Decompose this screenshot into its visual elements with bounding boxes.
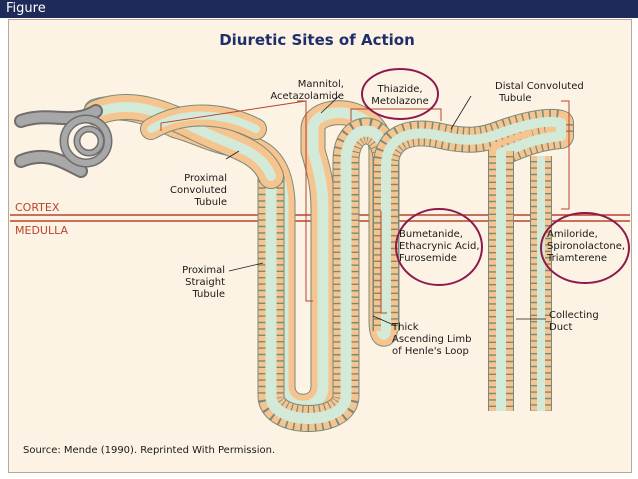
cortex-label: CORTEX bbox=[15, 201, 60, 214]
pct-label-line2: Convoluted bbox=[170, 185, 227, 196]
diagram-panel: Diuretic Sites of Action CORTEX MEDULLA bbox=[8, 19, 632, 473]
leader-lines bbox=[160, 100, 570, 314]
pst-label-line3: Tubule bbox=[191, 289, 225, 300]
thick-ascending-label-line1: Thick bbox=[391, 322, 419, 333]
medulla-label: MEDULLA bbox=[15, 224, 68, 237]
mannitol-label-line1: Mannitol, bbox=[298, 79, 344, 90]
mannitol-label-line2: Acetazolamide bbox=[270, 91, 344, 102]
collecting-duct-label-line1: Collecting bbox=[549, 310, 599, 321]
drug-circles bbox=[361, 68, 630, 286]
thiazide-label-line2: Metolazone bbox=[371, 96, 429, 107]
distal-label-line1: Distal Convoluted bbox=[495, 81, 584, 92]
bumetanide-circle bbox=[395, 208, 483, 286]
diagram-title: Diuretic Sites of Action bbox=[219, 31, 415, 49]
thiazide-label-line1: Thiazide, bbox=[376, 84, 422, 95]
header-label: Figure bbox=[6, 1, 46, 16]
collecting-duct-label-line2: Duct bbox=[549, 322, 573, 333]
pointer-lines bbox=[225, 95, 546, 327]
thiazide-circle bbox=[361, 68, 439, 120]
amiloride-label-line1: Amiloride, bbox=[547, 229, 598, 240]
diuretic-diagram: Diuretic Sites of Action CORTEX MEDULLA bbox=[10, 31, 630, 456]
source-citation: Source: Mende (1990). Reprinted With Per… bbox=[23, 445, 275, 456]
bumetanide-label-line1: Bumetanide, bbox=[399, 229, 463, 240]
bumetanide-label-line3: Furosemide bbox=[399, 253, 457, 264]
segment-labels: Distal Convoluted Tubule Proximal Convol… bbox=[170, 81, 599, 357]
distal-collecting bbox=[373, 108, 574, 411]
thick-ascending-label-line2: Ascending Limb bbox=[392, 334, 471, 345]
amiloride-label-line2: Spironolactone, bbox=[547, 241, 625, 252]
pst-label-line2: Straight bbox=[185, 277, 225, 288]
distal-label-line2: Tubule bbox=[498, 93, 532, 104]
amiloride-circle bbox=[540, 212, 630, 284]
header-bar: Figure bbox=[0, 0, 638, 18]
amiloride-label-line3: Triamterene bbox=[546, 253, 607, 264]
henle-loop bbox=[257, 117, 400, 432]
pct-label-line3: Tubule bbox=[193, 197, 227, 208]
pst-label-line1: Proximal bbox=[182, 265, 225, 276]
thick-ascending-label-line3: of Henle's Loop bbox=[392, 346, 469, 357]
pct-label-line1: Proximal bbox=[184, 173, 227, 184]
glomerulus bbox=[14, 104, 113, 178]
bumetanide-label-line2: Ethacrynic Acid, bbox=[399, 241, 480, 252]
proximal-convoluted bbox=[83, 94, 284, 189]
drug-labels: Mannitol, Acetazolamide Thiazide, Metola… bbox=[270, 79, 625, 264]
